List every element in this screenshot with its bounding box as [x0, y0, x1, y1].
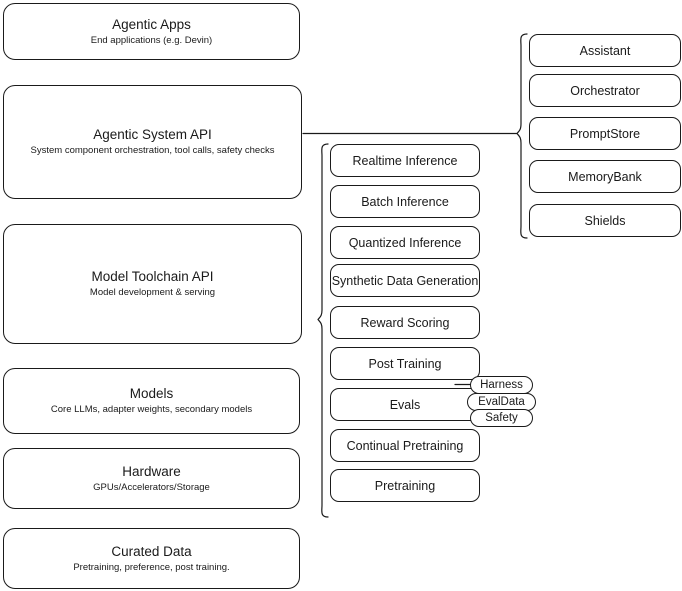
toolchain-capabilities-brace: [317, 143, 329, 518]
layer-title: Model Toolchain API: [91, 269, 214, 284]
pill-batch-inference[interactable]: Batch Inference: [330, 185, 480, 218]
pill-label: Reward Scoring: [360, 315, 450, 330]
layer-title: Agentic System API: [93, 127, 212, 142]
layer-subtitle: Core LLMs, adapter weights, secondary mo…: [50, 404, 253, 415]
mini-pill-label: EvalData: [478, 396, 525, 408]
pill-label: Evals: [389, 397, 421, 412]
layer-subtitle: Model development & serving: [89, 287, 216, 298]
layer-agentic-apps[interactable]: Agentic Apps End applications (e.g. Devi…: [3, 3, 300, 60]
layer-subtitle: Pretraining, preference, post training.: [73, 561, 230, 573]
pill-label: Continual Pretraining: [346, 438, 464, 453]
layer-title: Models: [129, 386, 174, 401]
layer-models[interactable]: Models Core LLMs, adapter weights, secon…: [3, 368, 300, 434]
pill-quantized-inference[interactable]: Quantized Inference: [330, 226, 480, 259]
pill-reward-scoring[interactable]: Reward Scoring: [330, 306, 480, 339]
mini-pill-safety[interactable]: Safety: [470, 409, 533, 427]
pill-label: Shields: [584, 213, 626, 228]
mini-pill-label: Harness: [480, 379, 523, 391]
pill-evals[interactable]: Evals: [330, 388, 480, 421]
pill-pretraining[interactable]: Pretraining: [330, 469, 480, 502]
pill-orchestrator[interactable]: Orchestrator: [529, 74, 681, 107]
system-components-brace: [516, 33, 528, 239]
layer-subtitle: End applications (e.g. Devin): [90, 34, 213, 46]
pill-label: Batch Inference: [361, 194, 449, 209]
layer-model-toolchain-api[interactable]: Model Toolchain API Model development & …: [3, 224, 302, 344]
layer-title: Agentic Apps: [112, 16, 191, 32]
mini-pill-harness[interactable]: Harness: [470, 376, 533, 394]
pill-label: Quantized Inference: [348, 235, 462, 250]
pill-label: Post Training: [368, 356, 442, 371]
pill-label: Pretraining: [374, 478, 436, 493]
pill-assistant[interactable]: Assistant: [529, 34, 681, 67]
layer-title: Hardware: [122, 463, 181, 479]
pill-continual-pretraining[interactable]: Continual Pretraining: [330, 429, 480, 462]
layer-subtitle: GPUs/Accelerators/Storage: [93, 481, 210, 493]
pill-realtime-inference[interactable]: Realtime Inference: [330, 144, 480, 177]
pill-synthetic-data-generation[interactable]: Synthetic Data Generation: [330, 264, 480, 297]
pill-shields[interactable]: Shields: [529, 204, 681, 237]
pill-label: Synthetic Data Generation: [331, 273, 479, 288]
pill-label: PromptStore: [569, 126, 641, 141]
layer-subtitle: System component orchestration, tool cal…: [30, 145, 275, 156]
layer-agentic-system-api[interactable]: Agentic System API System component orch…: [3, 85, 302, 199]
pill-label: Assistant: [579, 43, 631, 58]
pill-promptstore[interactable]: PromptStore: [529, 117, 681, 150]
mini-pill-evaldata[interactable]: EvalData: [467, 393, 536, 411]
pill-label: MemoryBank: [568, 169, 642, 184]
layer-curated-data[interactable]: Curated Data Pretraining, preference, po…: [3, 528, 300, 589]
pill-memorybank[interactable]: MemoryBank: [529, 160, 681, 193]
pill-label: Realtime Inference: [352, 153, 458, 168]
mini-pill-label: Safety: [485, 412, 518, 424]
layer-title: Curated Data: [111, 543, 192, 559]
pill-post-training[interactable]: Post Training: [330, 347, 480, 380]
layer-hardware[interactable]: Hardware GPUs/Accelerators/Storage: [3, 448, 300, 509]
pill-label: Orchestrator: [570, 83, 640, 98]
